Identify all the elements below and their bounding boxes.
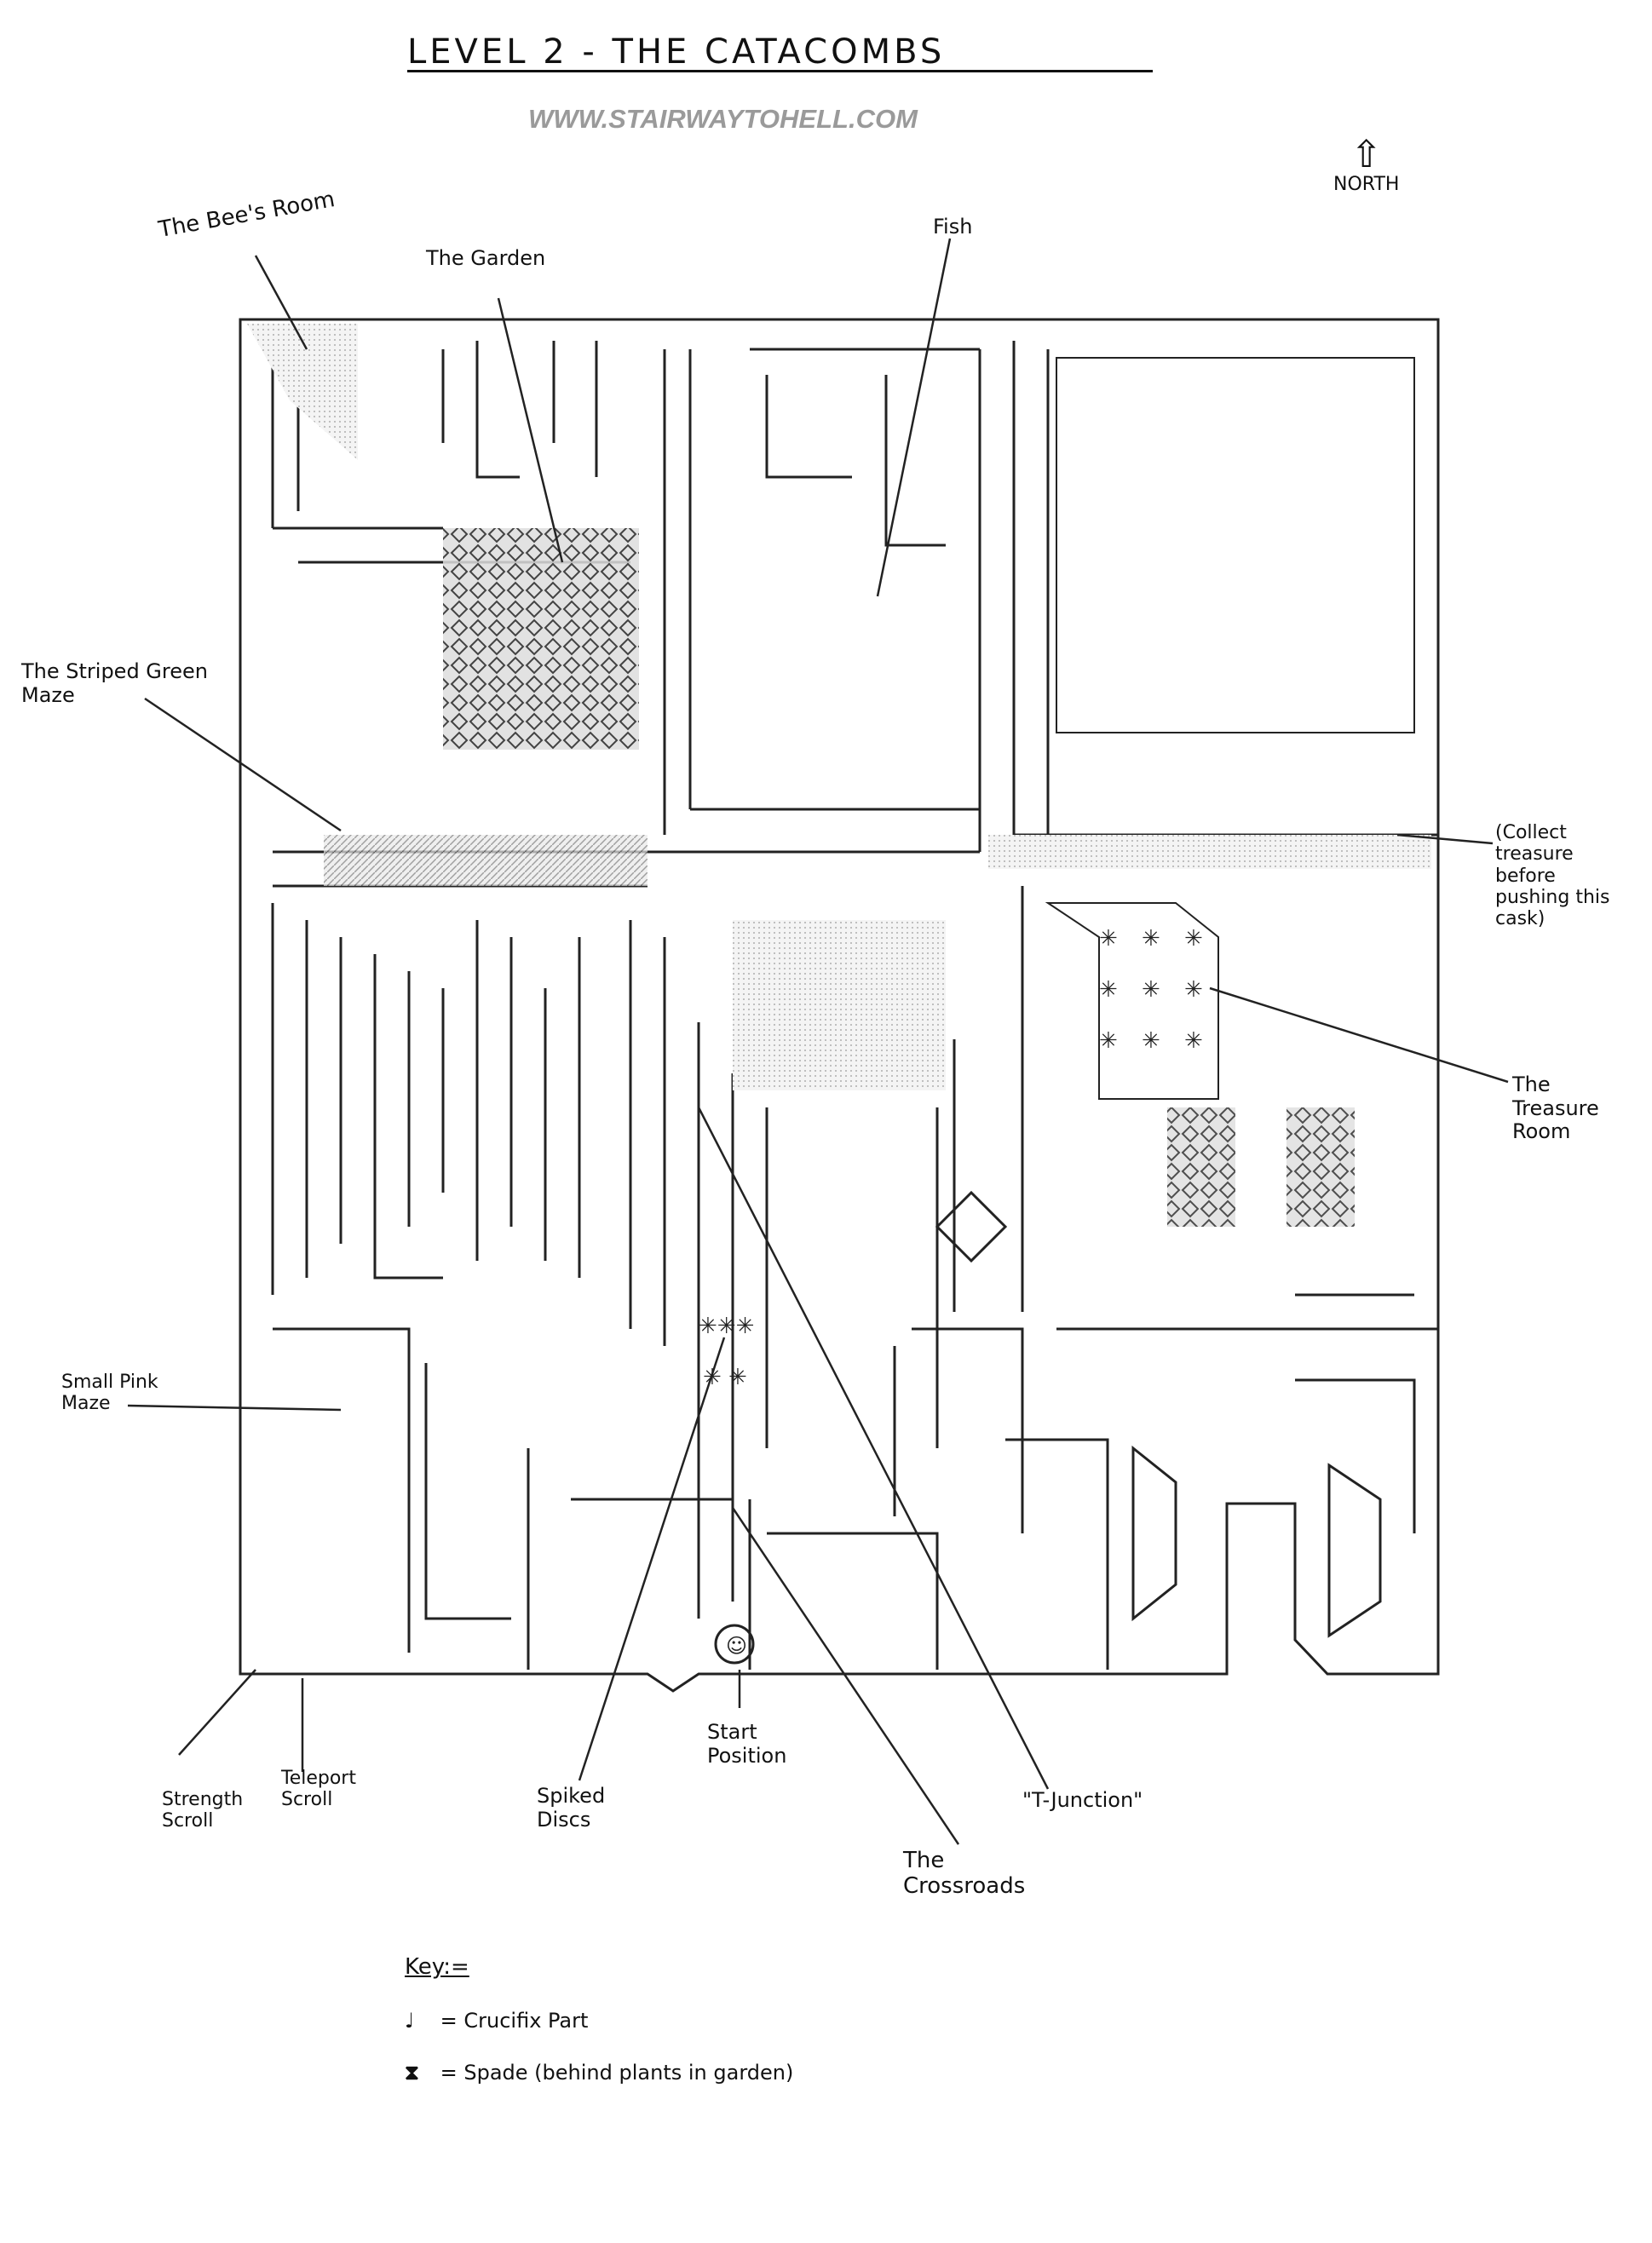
label-teleport-scroll: Teleport Scroll — [281, 1768, 356, 1811]
svg-text:✳: ✳ — [1184, 977, 1203, 1003]
svg-text:✳ ✳: ✳ ✳ — [703, 1365, 747, 1390]
watermark: WWW.STAIRWAYTOHELL.COM — [528, 104, 918, 134]
svg-text:✳: ✳ — [1184, 926, 1203, 952]
key-item-crucifix: ♩ = Crucifix Part — [405, 2008, 793, 2033]
treasure-room-south-b — [1286, 1107, 1355, 1227]
label-t-junction: "T-Junction" — [1022, 1788, 1143, 1812]
key-item-label: = Spade (behind plants in garden) — [440, 2061, 794, 2085]
svg-text:✳: ✳ — [1099, 1028, 1118, 1054]
label-strength-scroll: Strength Scroll — [162, 1789, 244, 1832]
label-treasure-room: The Treasure Room — [1512, 1073, 1599, 1144]
striped-green-maze-region — [324, 835, 648, 886]
key-heading: Key:= — [405, 1954, 469, 1980]
leader-lines — [127, 238, 1509, 1845]
spade-icon: ⧗ — [405, 2061, 419, 2085]
label-collect-treasure: (Collect treasure before pushing this ca… — [1495, 822, 1610, 930]
title-underline — [407, 70, 1153, 72]
label-crossroads: The Crossroads — [903, 1848, 1026, 1899]
svg-text:✳: ✳ — [1142, 926, 1160, 952]
label-spiked-discs: Spiked Discs — [537, 1784, 606, 1832]
crucifix-room-region — [733, 920, 946, 1090]
svg-text:✳: ✳ — [1184, 1028, 1203, 1054]
label-striped-green-maze: The Striped Green Maze — [21, 659, 208, 707]
start-figure-icon: ☺ — [726, 1634, 747, 1658]
compass-label: NORTH — [1333, 174, 1400, 195]
svg-text:✳: ✳ — [1099, 926, 1118, 952]
treasure-room-south-a — [1167, 1107, 1235, 1227]
garden-region — [443, 528, 639, 750]
svg-text:✳: ✳ — [1099, 977, 1118, 1003]
treasure-items: ✳ ✳ ✳ ✳ ✳ ✳ ✳ ✳ ✳ — [1099, 926, 1203, 1054]
label-garden: The Garden — [426, 246, 546, 270]
label-fish: Fish — [933, 215, 973, 239]
svg-text:✳: ✳ — [1142, 977, 1160, 1003]
key-item-spade: ⧗ = Spade (behind plants in garden) — [405, 2062, 793, 2085]
corridor-region — [988, 835, 1431, 869]
key-item-label: = Crucifix Part — [440, 2008, 589, 2033]
label-start-position: Start Position — [707, 1720, 787, 1768]
bees-room-region — [247, 324, 358, 460]
map-key: Key:= ♩ = Crucifix Part ⧗ = Spade (behin… — [405, 1954, 793, 2085]
crucifix-part-icon: ♩ — [405, 2008, 415, 2033]
compass: ⇧ NORTH — [1333, 134, 1400, 196]
page-title: LEVEL 2 - THE CATACOMBS — [407, 32, 946, 72]
svg-text:✳: ✳ — [1142, 1028, 1160, 1054]
svg-text:✳✳✳: ✳✳✳ — [699, 1314, 754, 1339]
outer-wall — [239, 318, 1440, 1693]
north-arrow-icon: ⇧ — [1350, 134, 1383, 175]
start-position-marker — [714, 1624, 755, 1665]
label-small-pink-maze: Small Pink Maze — [61, 1372, 158, 1415]
spiked-discs: ✳✳✳ ✳ ✳ — [699, 1314, 754, 1390]
